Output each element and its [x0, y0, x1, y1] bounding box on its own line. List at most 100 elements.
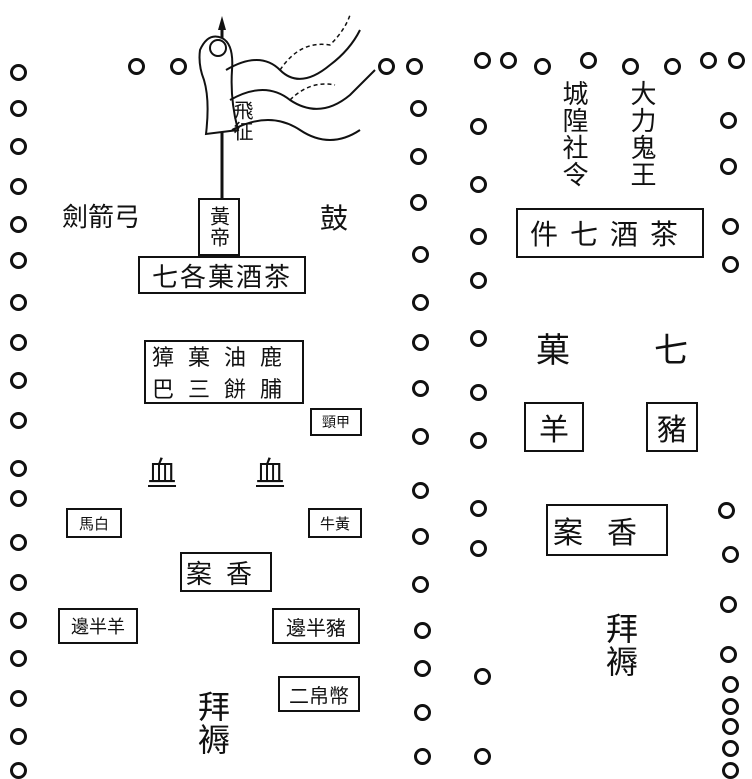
boundary-dot	[414, 622, 431, 639]
boundary-dot	[406, 58, 423, 75]
boundary-dot	[412, 294, 429, 311]
boundary-dot	[10, 412, 27, 429]
boundary-dot	[10, 574, 27, 591]
boundary-dot	[170, 58, 187, 75]
boundary-dot	[720, 646, 737, 663]
items-row1: 獐菓油鹿	[151, 346, 296, 371]
offerings-right-box: 件七酒茶	[516, 208, 704, 258]
worship-right-label: 拜褥	[601, 612, 639, 678]
boundary-dot	[470, 228, 487, 245]
boundary-dot	[470, 540, 487, 557]
drum-label: 鼓	[320, 202, 349, 235]
sheep-label: 羊	[539, 413, 569, 448]
boundary-dot	[10, 138, 27, 155]
boundary-dot	[534, 58, 551, 75]
boundary-dot	[722, 762, 739, 779]
blood-right-label: 血	[256, 455, 285, 488]
boundary-dot	[412, 246, 429, 263]
boundary-dot	[722, 218, 739, 235]
huangdi-plaque: 黃帝	[198, 198, 240, 256]
jiajing-label: 頸甲	[322, 415, 350, 431]
boundary-dot	[10, 460, 27, 477]
sheep-box: 羊	[524, 402, 584, 452]
boundary-dot	[412, 482, 429, 499]
horse-box: 馬白	[66, 508, 122, 538]
boundary-dot	[412, 528, 429, 545]
offerings-top-box: 七各菓酒茶	[138, 256, 306, 294]
flag-banner-illustration	[198, 14, 376, 205]
boundary-dot	[10, 372, 27, 389]
boundary-dot	[414, 704, 431, 721]
silk-label: 二帛幣	[289, 683, 349, 708]
boundary-dot	[10, 294, 27, 311]
boundary-dot	[412, 576, 429, 593]
boundary-dot	[10, 534, 27, 551]
seven-label: 七	[654, 331, 688, 371]
boundary-dot	[412, 428, 429, 445]
boundary-dot	[410, 194, 427, 211]
boundary-dot	[728, 52, 745, 69]
boundary-dot	[10, 100, 27, 117]
deity-cheng-label: 城隍社令	[558, 80, 588, 188]
boundary-dot	[10, 252, 27, 269]
ox-label: 牛黃	[319, 514, 350, 533]
boundary-dot	[410, 100, 427, 117]
boundary-dot	[718, 502, 735, 519]
incense-table-left-label: 案香	[185, 559, 266, 590]
boundary-dot	[470, 432, 487, 449]
boundary-dot	[414, 660, 431, 677]
offerings-right-label: 件七酒茶	[529, 218, 690, 251]
half-sheep-label: 邊半羊	[71, 617, 125, 638]
half-pig-label: 邊半豬	[286, 615, 346, 640]
boundary-dot	[470, 330, 487, 347]
items-box: 獐菓油鹿 巴三餅脯	[144, 340, 304, 404]
boundary-dot	[622, 58, 639, 75]
boundary-dot	[474, 52, 491, 69]
boundary-dot	[10, 334, 27, 351]
boundary-dot	[10, 216, 27, 233]
boundary-dot	[700, 52, 717, 69]
boundary-dot	[412, 334, 429, 351]
boundary-dot	[470, 384, 487, 401]
boundary-dot	[10, 690, 27, 707]
boundary-dot	[10, 490, 27, 507]
pig-label: 豬	[657, 413, 687, 448]
jiajing-box: 頸甲	[310, 408, 362, 436]
boundary-dot	[470, 272, 487, 289]
boundary-dot	[722, 718, 739, 735]
boundary-dot	[722, 256, 739, 273]
boundary-dot	[722, 740, 739, 757]
boundary-dot	[10, 178, 27, 195]
incense-table-right: 案香	[546, 504, 668, 556]
boundary-dot	[722, 676, 739, 693]
boundary-dot	[10, 728, 27, 745]
horse-label: 馬白	[78, 514, 109, 533]
boundary-dot	[580, 52, 597, 69]
boundary-dot	[722, 546, 739, 563]
boundary-dot	[10, 650, 27, 667]
deity-dali-label: 大力鬼王	[626, 80, 656, 188]
weapons-label: 劍箭弓	[62, 203, 141, 233]
boundary-dot	[722, 698, 739, 715]
boundary-dot	[412, 380, 429, 397]
blood-left-label: 血	[148, 455, 177, 488]
ox-box: 牛黃	[308, 508, 362, 538]
huangdi-label: 黃帝	[206, 206, 231, 248]
boundary-dot	[720, 158, 737, 175]
boundary-dot	[10, 64, 27, 81]
boundary-dot	[474, 748, 491, 765]
incense-table-right-label: 案香	[553, 516, 661, 551]
fruit-label: 菓	[536, 331, 570, 371]
flag-text: 飛征	[230, 100, 254, 142]
boundary-dot	[378, 58, 395, 75]
pig-box: 豬	[646, 402, 698, 452]
silk-box: 二帛幣	[278, 676, 360, 712]
boundary-dot	[664, 58, 681, 75]
boundary-dot	[720, 112, 737, 129]
worship-left-label: 拜褥	[193, 690, 231, 756]
boundary-dot	[410, 148, 427, 165]
boundary-dot	[720, 596, 737, 613]
boundary-dot	[470, 118, 487, 135]
boundary-dot	[470, 176, 487, 193]
